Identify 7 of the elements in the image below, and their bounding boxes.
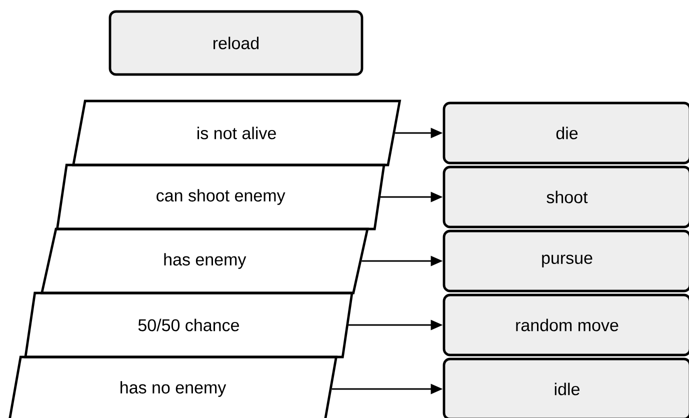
action-box: random move <box>442 294 689 356</box>
action-box: shoot <box>442 166 689 228</box>
action-box: reload <box>108 10 364 76</box>
action-box: idle <box>442 358 689 418</box>
action-box: die <box>442 102 689 164</box>
action-box: pursue <box>442 230 689 292</box>
condition-row: 50/50 chance <box>24 292 354 358</box>
